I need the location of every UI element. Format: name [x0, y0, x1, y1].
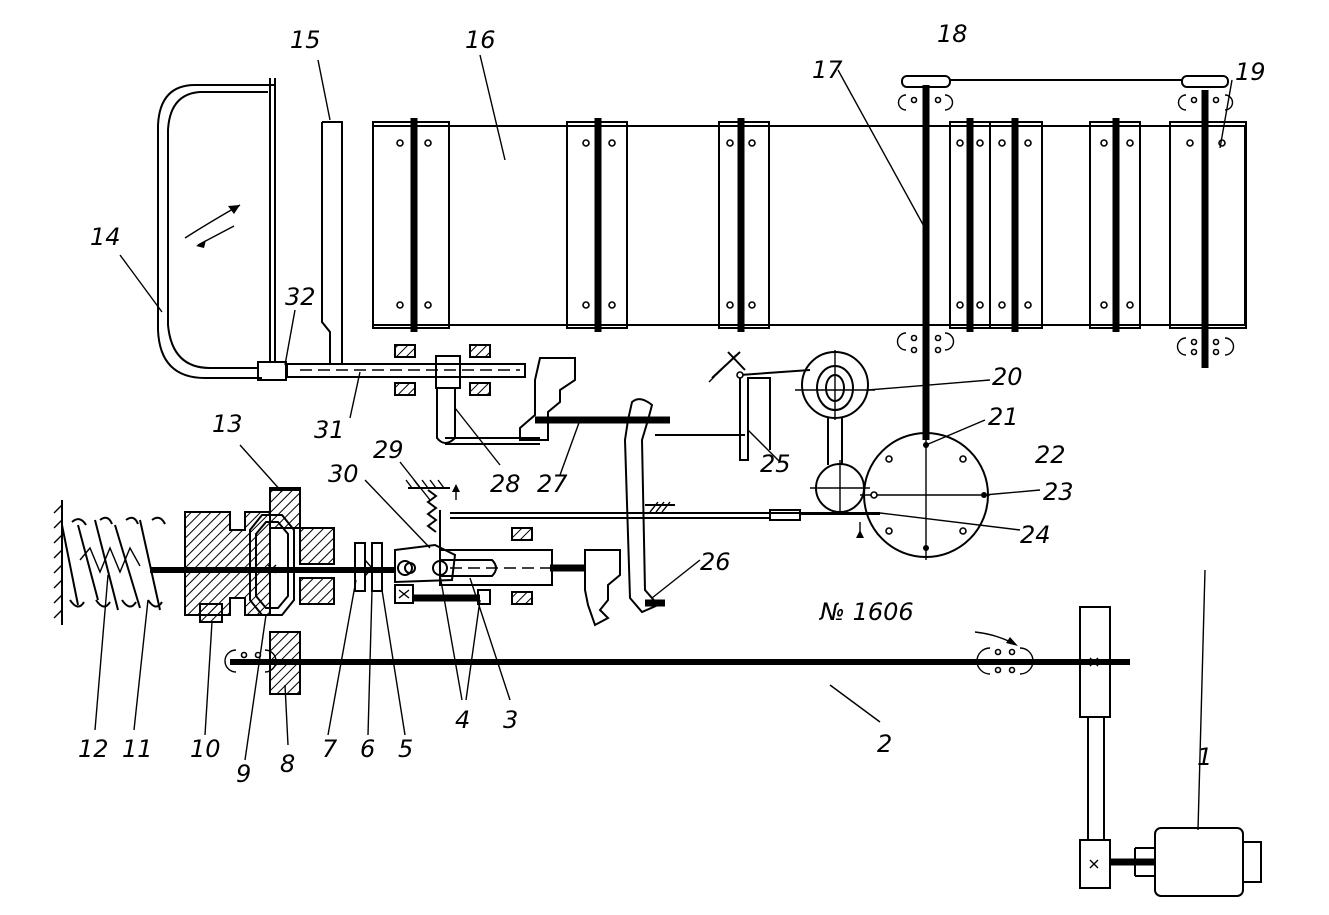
callout-20: 20: [992, 363, 1023, 391]
drive-shaft-17: [896, 75, 955, 440]
callout-21: 21: [988, 403, 1019, 431]
callout-29: 29: [373, 436, 404, 464]
slide-rod-31: [286, 344, 526, 396]
callout-25: 25: [760, 450, 791, 478]
stop-plate: [321, 121, 343, 365]
pawl-rod-24: [450, 484, 880, 538]
callout-12: 12: [78, 735, 109, 763]
clutch-housing: [184, 487, 335, 695]
callout-7: 7: [322, 735, 338, 763]
callout-27: 27: [537, 470, 568, 498]
callout-10: 10: [190, 735, 221, 763]
callout-13: 13: [212, 410, 243, 438]
callout-14: 14: [90, 223, 121, 251]
callout-6: 6: [360, 735, 375, 763]
callout-5: 5: [398, 735, 413, 763]
callout-4: 4: [455, 706, 470, 734]
index-disc-22: [860, 430, 990, 560]
callout-1: 1: [1197, 743, 1212, 771]
figure-number: № 1606: [818, 598, 914, 626]
cam-block-lower: [550, 549, 621, 627]
coupling-assembly: [354, 527, 553, 605]
callout-30: 30: [328, 460, 359, 488]
callout-16: 16: [465, 26, 496, 54]
callout-2: 2: [877, 730, 892, 758]
callout-22: 22: [1035, 441, 1066, 469]
main-shaft-2: [224, 631, 1130, 675]
callout-23: 23: [1043, 478, 1074, 506]
cam-20: [795, 350, 875, 465]
callout-8: 8: [280, 750, 295, 778]
callout-19: 19: [1235, 58, 1266, 86]
wheel-21: [810, 460, 870, 515]
electric-motor-1: [1134, 827, 1262, 897]
callout-9: 9: [236, 760, 251, 788]
belt-drive: [1079, 606, 1155, 889]
bow-frame: [157, 78, 287, 381]
lever-26: [623, 398, 745, 614]
lever-28: [436, 388, 540, 445]
callout-3: 3: [503, 706, 518, 734]
belt-transmission-18: [950, 75, 1235, 356]
cam-block-27: [519, 357, 670, 441]
callout-28: 28: [490, 470, 521, 498]
callout-labels: 1 2 3 4 5 6 7 8 9 10 11 12 13 14 15 16 1…: [78, 20, 1266, 788]
callout-15: 15: [290, 26, 321, 54]
drum-clamp-segments: [372, 90, 1247, 368]
callout-11: 11: [122, 735, 153, 763]
callout-18: 18: [937, 20, 968, 48]
callout-31: 31: [314, 416, 345, 444]
callout-32: 32: [285, 283, 316, 311]
conveyor-drum: [372, 90, 1247, 368]
callout-leaders: [94, 54, 1233, 831]
callout-26: 26: [700, 548, 731, 576]
callout-17: 17: [812, 56, 843, 84]
callout-24: 24: [1020, 521, 1051, 549]
spring-11-12: [53, 500, 166, 625]
bell-crank-25: [708, 351, 811, 461]
